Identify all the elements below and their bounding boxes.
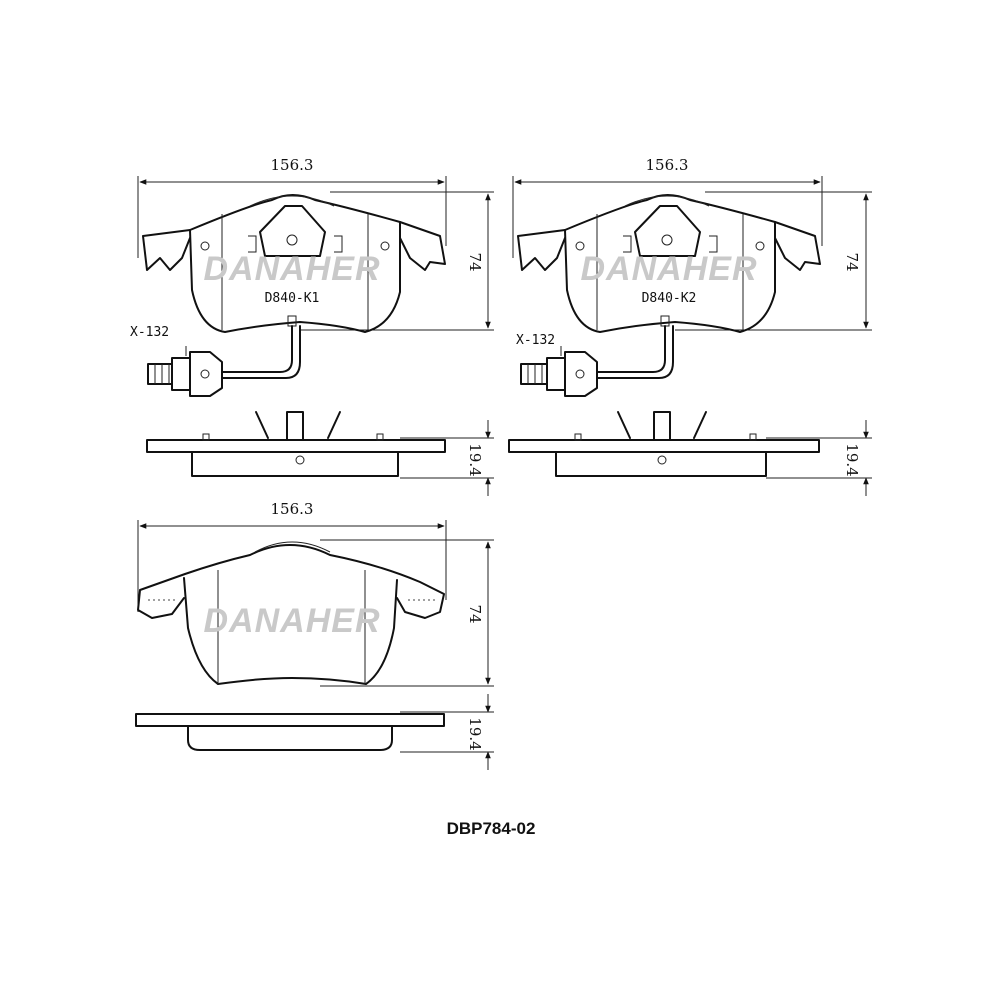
pad-3-watermark: DANAHER	[204, 602, 381, 640]
pad-2-code: D840-K2	[642, 291, 697, 306]
pad-2-sensor-label: X-132	[516, 333, 555, 348]
pad-2-watermark: DANAHER	[581, 250, 758, 288]
pad-3-height-dim: 74	[466, 604, 484, 623]
pad-1-sensor-label: X-132	[130, 325, 169, 340]
pad-1-side-view: 19.4	[146, 411, 494, 496]
pad-2-front-view: 156.3 74 DANAHER D840-K2 X-132	[512, 156, 872, 397]
pad-1-thickness-dim: 19.4	[466, 443, 484, 476]
pad-1-height-dim: 74	[466, 252, 484, 271]
pad-1-width-dim: 156.3	[271, 156, 314, 174]
pad-1-wear-sensor: X-132	[130, 315, 301, 397]
pad-2-thickness-dim: 19.4	[843, 443, 861, 476]
pad-2-side-view: 19.4	[508, 411, 872, 496]
pad-1-code: D840-K1	[265, 291, 320, 306]
pad-2-height-dim: 74	[843, 252, 861, 271]
pad-1-front-view: 156.3 74 DANAHER D840-K1	[130, 156, 494, 397]
pad-3-side-view: 19.4	[135, 694, 494, 770]
pad-3-front-view: 156.3 74 DANAHER	[137, 500, 494, 687]
part-number: DBP784-02	[447, 819, 536, 838]
pad-1-watermark: DANAHER	[204, 250, 381, 288]
pad-3-width-dim: 156.3	[271, 500, 314, 518]
pad-3-thickness-dim: 19.4	[466, 717, 484, 750]
pad-2-wear-sensor: X-132	[516, 315, 674, 397]
pad-2-width-dim: 156.3	[646, 156, 689, 174]
